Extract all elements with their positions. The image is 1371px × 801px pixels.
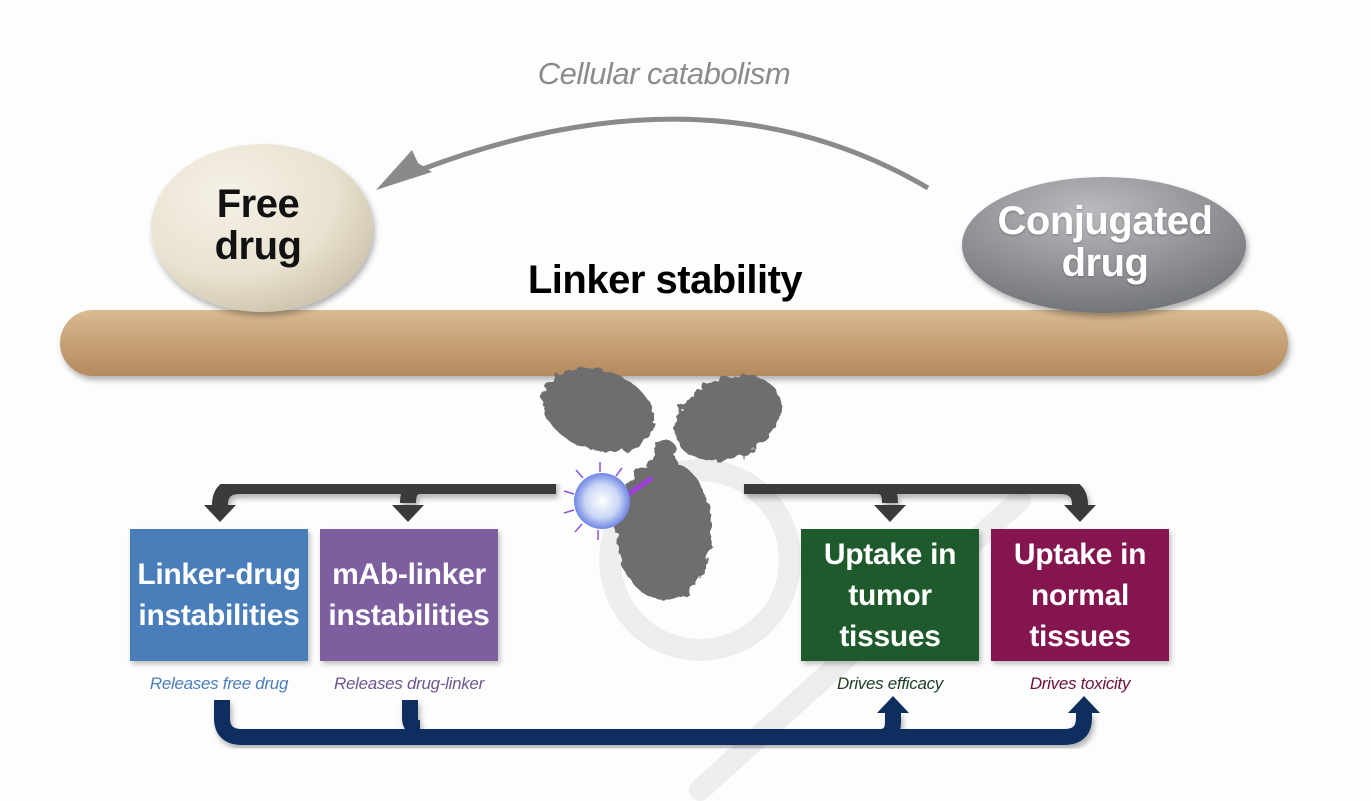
free-drug-label-line2: drug	[214, 224, 302, 268]
box-line1: Uptake in	[823, 537, 957, 571]
arrowhead-down-icon	[392, 505, 424, 522]
uptake-normal-tissues-box: Uptake in normal tissues	[991, 529, 1169, 661]
arrowhead-down-icon	[874, 505, 906, 522]
conjugated-drug-label: Conjugated drug	[960, 200, 1250, 284]
conjugated-drug-label-line2: drug	[1061, 241, 1149, 285]
catabolism-arrow	[376, 116, 930, 191]
conjugated-drug-label-line1: Conjugated	[997, 199, 1213, 243]
box-line3: tissues	[1029, 619, 1131, 653]
arrowhead-down-icon	[1064, 505, 1096, 522]
linker-drug-instabilities-box: Linker-drug instabilities	[130, 529, 308, 661]
releases-drug-linker-caption: Releases drug-linker	[334, 674, 484, 693]
free-drug-label-line1: Free	[216, 182, 300, 226]
cellular-catabolism-label: Cellular catabolism	[537, 56, 791, 91]
drives-toxicity-caption: Drives toxicity	[1029, 674, 1131, 693]
box-line2: instabilities	[138, 599, 300, 632]
box-line1: Linker-drug	[137, 558, 301, 591]
upper-right-arrows	[744, 478, 1088, 506]
arrowhead-up-icon	[877, 696, 909, 713]
drives-efficacy-caption: Drives efficacy	[836, 674, 944, 693]
arrowhead-up-icon	[1068, 696, 1100, 713]
antibody-icon	[541, 367, 782, 600]
conjugated-drug-pebble	[962, 177, 1246, 313]
box-line2: normal	[1030, 578, 1130, 612]
free-drug-label: Free drug	[160, 183, 356, 267]
box-line2: instabilities	[328, 599, 490, 632]
box-line2: tumor	[848, 578, 932, 612]
upper-left-arrows	[212, 478, 556, 506]
box-line1: Uptake in	[1013, 537, 1147, 571]
free-drug-pebble	[151, 144, 373, 312]
drug-payload-icon	[563, 462, 654, 540]
mab-linker-instabilities-box: mAb-linker instabilities	[320, 529, 498, 661]
arrowhead-down-icon	[204, 505, 236, 522]
uptake-tumor-tissues-box: Uptake in tumor tissues	[801, 529, 979, 661]
balance-plank	[60, 310, 1288, 376]
diagram-title: Linker stability	[527, 258, 803, 302]
box-line1: mAb-linker	[332, 558, 486, 591]
lower-arrows	[214, 700, 1092, 745]
box-line3: tissues	[839, 619, 941, 653]
releases-free-drug-caption: Releases free drug	[149, 674, 289, 693]
